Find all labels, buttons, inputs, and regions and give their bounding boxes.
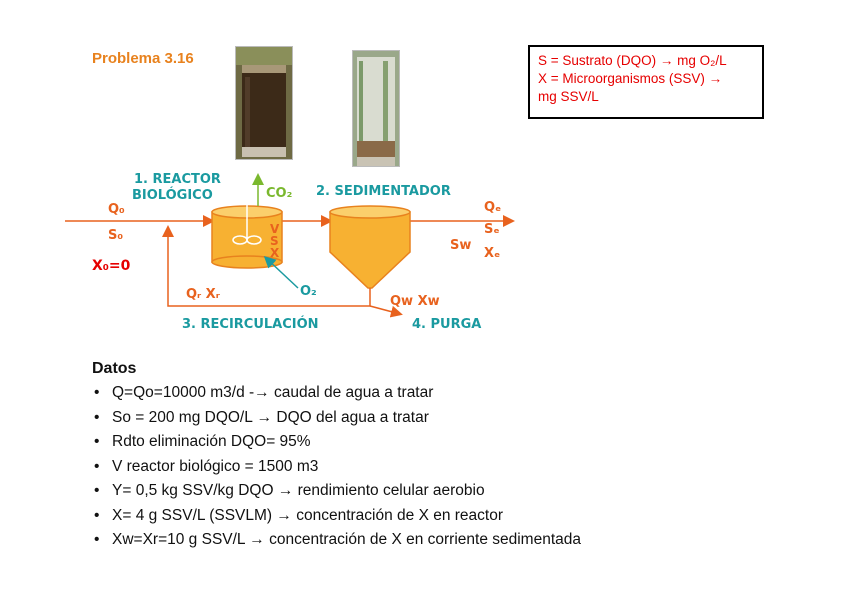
settler-tank [329,205,411,289]
qw-xw-label: Qw Xw [390,294,440,309]
qr-xr-label: Qᵣ Xᵣ [186,287,220,302]
list-item: Y= 0,5 kg SSV/kg DQO → rendimiento celul… [92,479,581,504]
sedimentador-label: 2. SEDIMENTADOR [316,184,451,199]
process-diagram [65,173,515,318]
page-title: Problema 3.16 [92,50,194,67]
legend-box: S = Sustrato (DQO) → mg O₂/L X = Microor… [528,45,764,119]
qe-label: Qₑ [484,200,502,215]
list-item: Xw=Xr=10 g SSV/L → concentración de X en… [92,528,581,553]
co2-label: CO₂ [266,186,293,201]
o2-label: O₂ [300,284,317,299]
reactor-label-line1: 1. REACTOR [134,172,221,187]
reactor-label-line2: BIOLÓGICO [132,188,213,203]
list-item: V reactor biológico = 1500 m3 [92,455,581,480]
settler-photo [352,50,400,167]
s0-label: S₀ [108,228,124,243]
recirculation-line [162,225,371,307]
list-item: Q=Qo=10000 m3/d -→ caudal de agua a trat… [92,381,581,406]
list-item: X= 4 g SSV/L (SSVLM) → concentración de … [92,504,581,529]
purga-label: 4. PURGA [412,317,482,332]
datos-heading: Datos [92,360,137,377]
sw-label: Sw [450,238,472,253]
reactor-v-label: V [270,222,280,236]
list-item: Rdto eliminación DQO= 95% [92,430,581,455]
reactor-photo [235,46,293,160]
purge-line [369,305,403,318]
o2-arrow [263,255,299,289]
recirculacion-label: 3. RECIRCULACIÓN [182,317,319,332]
reactor-s-label: S [270,234,279,248]
se-label: Sₑ [484,222,500,237]
reactor-tank [211,200,283,269]
q0-label: Q₀ [108,202,125,217]
datos-list: Q=Qo=10000 m3/d -→ caudal de agua a trat… [92,381,581,553]
legend-line-substrate: S = Sustrato (DQO) → mg O₂/L [538,53,727,68]
reactor-label: 1. REACTOR BIOLÓGICO [132,172,221,204]
legend-line-microorganisms: X = Microorganismos (SSV) → [538,71,723,86]
xe-label: Xₑ [484,246,501,261]
list-item: So = 200 mg DQO/L → DQO del agua a trata… [92,406,581,431]
x0-label: X₀=0 [92,258,131,274]
legend-line-units: mg SSV/L [538,89,599,104]
reactor-x-label: X [270,246,280,260]
datos-section: Datos Q=Qo=10000 m3/d -→ caudal de agua … [92,357,581,553]
